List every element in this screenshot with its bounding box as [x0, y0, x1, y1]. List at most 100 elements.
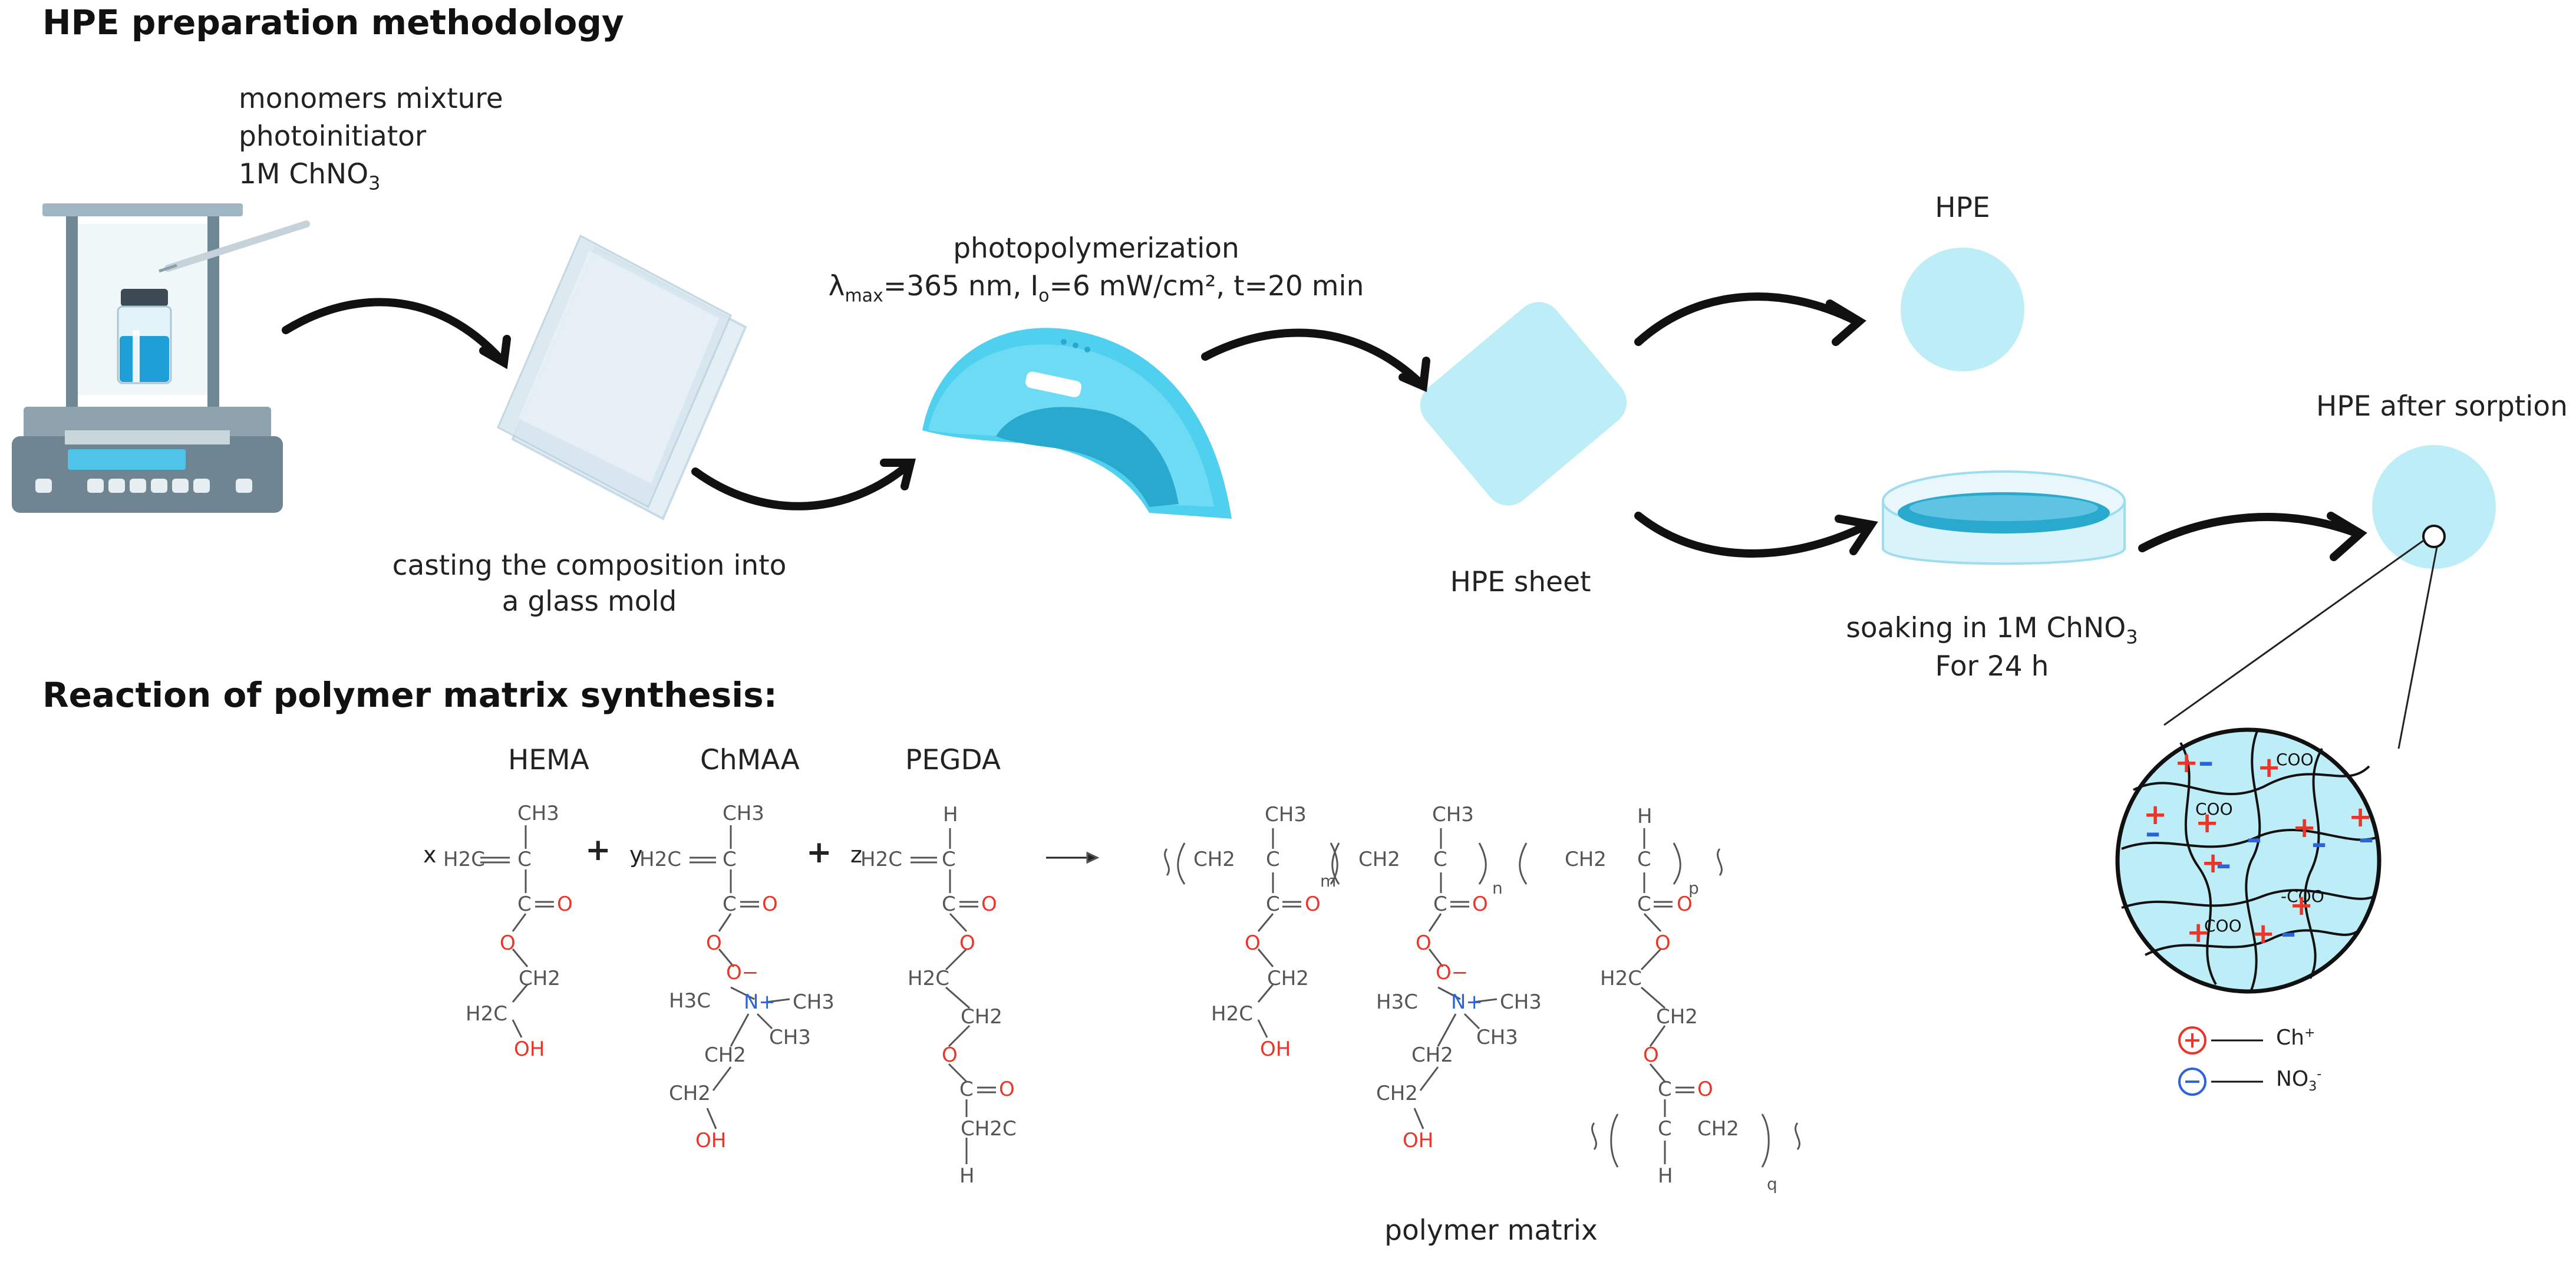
soaking-line-2: For 24 h [1935, 650, 2049, 683]
arrow-mold-to-lamp [691, 462, 912, 510]
prod1-o-dbl: O [1305, 892, 1321, 916]
prod-sub-m: m [1320, 871, 1337, 891]
chmaa-o-dbl: O [762, 892, 778, 916]
svg-text:–: – [2281, 915, 2296, 951]
casting-line-1: casting the composition into [392, 549, 787, 582]
prod3-h2c: H2C [1600, 967, 1642, 990]
input-monomers: monomers mixture [239, 83, 503, 115]
prod2-o-minus: O− [1436, 961, 1469, 984]
prod2-ch2-b: CH2 [1376, 1082, 1418, 1105]
chmaa-ch3: CH3 [723, 802, 764, 825]
svg-text:+: + [2186, 916, 2210, 949]
hema-o-dbl: O [557, 892, 573, 916]
svg-text:–: – [2247, 821, 2262, 856]
svg-text:–: – [2311, 826, 2327, 861]
legend-anion-label: NO3- [2276, 1067, 2322, 1095]
monomer-hema: HEMA [508, 744, 589, 776]
svg-text:–: – [2359, 821, 2374, 856]
pegda-c: C [942, 848, 956, 871]
svg-text:–: – [2216, 847, 2231, 882]
arrow-lamp-to-sheet [1201, 328, 1424, 387]
hpe-label: HPE [1935, 192, 1990, 224]
reaction-title: Reaction of polymer matrix synthesis: [42, 675, 777, 715]
pegda-h2: H [959, 1164, 975, 1188]
hpe-after-sorption-label: HPE after sorption [2316, 390, 2568, 423]
prod-ch2-2: CH2 [1358, 848, 1400, 871]
chmaa-ch3-c: CH3 [769, 1026, 811, 1049]
legend [2178, 1026, 2263, 1096]
pegda-h: H [943, 803, 958, 826]
chmaa-c2: C [723, 892, 737, 916]
chmaa-ch2: CH2 [704, 1043, 746, 1067]
svg-text:+: + [2175, 746, 2198, 779]
chmaa-h3c: H3C [669, 989, 711, 1013]
pegda-h2c: H2C [860, 848, 902, 871]
petri-dish-icon [1882, 470, 2126, 565]
prod-c-3: C [1637, 848, 1651, 871]
plus-2: + [806, 835, 832, 870]
coef-y: y [629, 842, 643, 868]
zoom-point [2422, 525, 2446, 548]
pegda-o: O [959, 931, 975, 955]
prod-ch3-2: CH3 [1432, 803, 1474, 826]
prod2-oh: OH [1403, 1129, 1434, 1152]
arrow-sheet-to-hpe [1634, 292, 1861, 346]
prod2-ch3-b: CH3 [1500, 990, 1542, 1014]
chmaa-c: C [723, 848, 737, 871]
prod2-ch2: CH2 [1411, 1043, 1453, 1067]
prod3-h: H [1658, 1164, 1673, 1188]
glass-mold-icon [497, 234, 747, 521]
chmaa-oh: OH [695, 1129, 727, 1152]
prod-sub-p: p [1688, 878, 1699, 898]
legend-cation-label: Ch+ [2276, 1026, 2316, 1050]
pegda-c2: C [942, 892, 956, 916]
hema-ch3: CH3 [517, 802, 559, 825]
chmaa-o: O [706, 931, 722, 955]
prod-ch2-3: CH2 [1565, 848, 1607, 871]
svg-text:COO: COO [2195, 799, 2233, 819]
plus-1: + [585, 832, 611, 868]
uv-lamp-icon [922, 328, 1232, 519]
prod3-o-dbl: O [1677, 892, 1693, 916]
pegda-h2c-2: H2C [908, 967, 949, 990]
chmaa-ch2-b: CH2 [669, 1082, 711, 1105]
balance-icon [12, 203, 310, 513]
prod2-o-dbl: O [1472, 892, 1488, 916]
photopolymerization-title: photopolymerization [953, 232, 1239, 265]
arrow-soak-to-hpe-after [2138, 513, 2361, 552]
chem-bonds [480, 825, 1800, 1168]
pegda-ch2c: CH2C [961, 1117, 1017, 1141]
monomer-pegda: PEGDA [905, 744, 1001, 776]
svg-text:+: + [2195, 806, 2219, 839]
prod3-ch2-b: CH2 [1697, 1117, 1739, 1141]
pegda-ch2: CH2 [961, 1005, 1002, 1029]
hema-ch2: CH2 [519, 967, 560, 990]
polymer-matrix-label: polymer matrix [1384, 1214, 1598, 1247]
svg-text:–: – [2145, 815, 2161, 851]
hpe-sheet-label: HPE sheet [1450, 566, 1591, 598]
hema-oh: OH [514, 1037, 545, 1061]
svg-text:+: + [2257, 751, 2281, 784]
prod-ch2-1: CH2 [1193, 848, 1235, 871]
chmaa-ch3-b: CH3 [793, 990, 835, 1014]
svg-text:+: + [2251, 917, 2275, 950]
svg-text:+: + [2290, 889, 2313, 922]
photopolymerization-params: λmax=365 nm, Io=6 mW/cm², t=20 min [828, 270, 1364, 307]
svg-text:–: – [2198, 744, 2214, 780]
prod-sub-n: n [1492, 878, 1503, 898]
arrow-balance-to-mold [282, 298, 505, 364]
svg-text:+: + [2201, 846, 2225, 879]
svg-text:+: + [2143, 798, 2167, 831]
pegda-o-dbl: O [981, 892, 997, 916]
input-photoinitiator: photoinitiator [239, 120, 427, 153]
chmaa-n-plus: N+ [744, 990, 776, 1014]
hema-o: O [500, 931, 516, 955]
zoom-line-left [2163, 538, 2426, 726]
prod1-o: O [1245, 931, 1261, 955]
pegda-o-dbl-2: O [999, 1078, 1015, 1101]
hpe-disk [1901, 248, 2024, 371]
prod3-o2: O [1643, 1043, 1659, 1067]
hema-c2: C [517, 892, 532, 916]
